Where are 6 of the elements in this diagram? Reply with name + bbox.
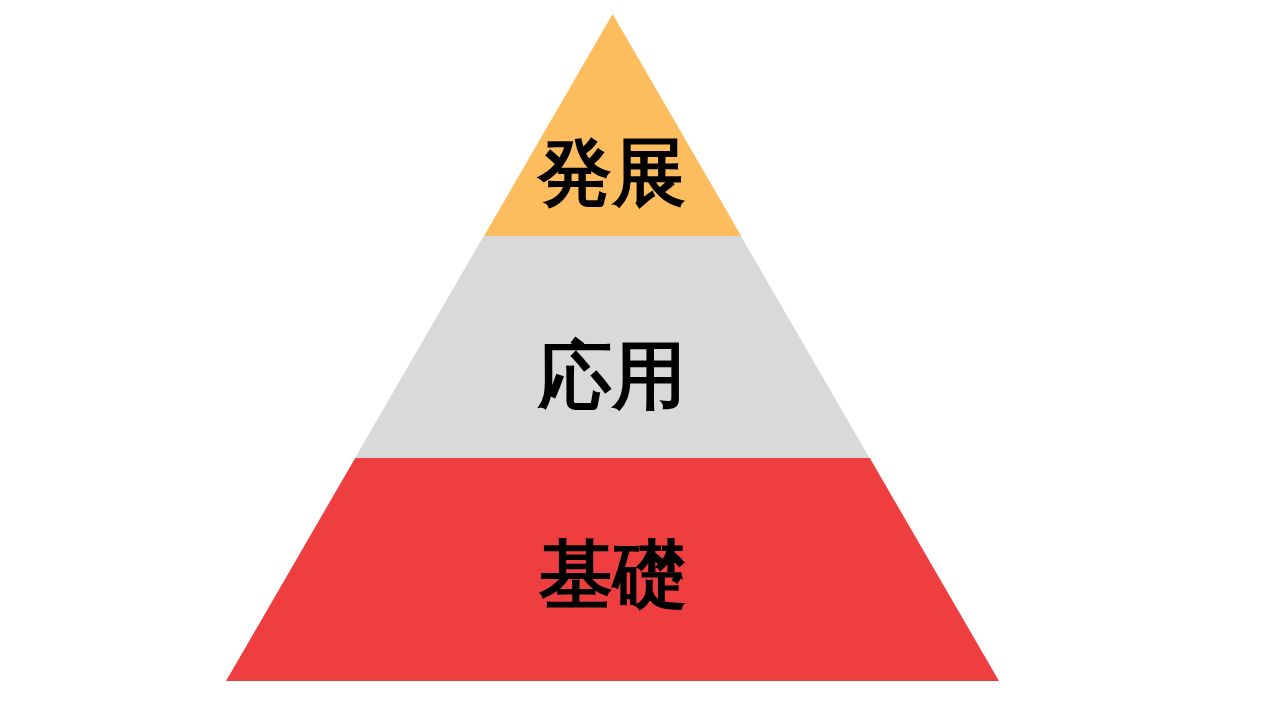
tier-label: 発展 <box>538 135 687 209</box>
pyramid-tier <box>226 458 999 681</box>
pyramid-tier <box>483 14 742 236</box>
pyramid-tier <box>355 236 870 458</box>
tier-label: 基礎 <box>538 537 687 611</box>
tier-label: 応用 <box>538 338 687 412</box>
